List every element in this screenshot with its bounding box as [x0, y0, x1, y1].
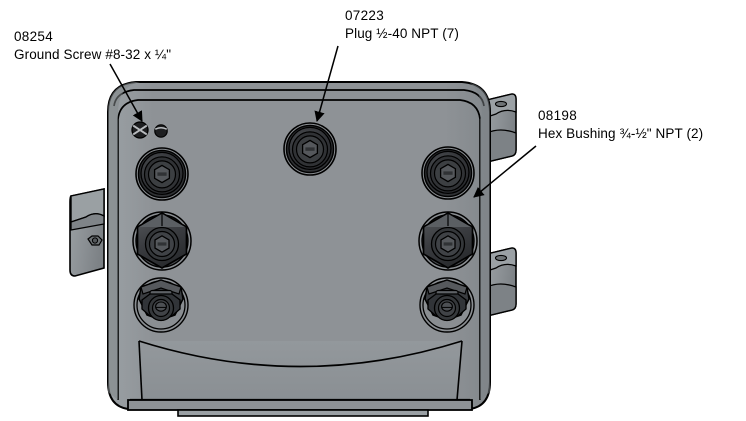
plug-top-right — [421, 146, 475, 200]
enclosure-body — [107, 81, 491, 417]
ground-screw — [131, 121, 149, 139]
hex-bushing-right — [418, 211, 478, 271]
cord-grip-right — [419, 277, 475, 333]
callout-hex-bushing-part-number: 08198 — [538, 108, 577, 123]
callout-plug-description: Plug ½-40 NPT (7) — [345, 26, 459, 41]
callout-plug: 07223 Plug ½-40 NPT (7) — [345, 8, 459, 41]
leader-line-plug — [314, 45, 339, 123]
bracket-left-bolt — [87, 235, 103, 246]
ground-hole — [154, 124, 168, 138]
callout-hex-bushing-description: Hex Bushing ¾-½" NPT (2) — [538, 126, 703, 141]
hinge-lower-right — [486, 247, 517, 318]
leader-line-ground-screw — [109, 63, 143, 122]
cord-grip-left — [133, 277, 189, 333]
hinge-upper-right — [486, 93, 517, 164]
hex-bushing-left — [132, 211, 192, 271]
callout-ground-screw-description: Ground Screw #8-32 x ¼" — [14, 47, 171, 62]
bracket-left — [69, 188, 105, 277]
leader-line-hex-bushing — [473, 145, 537, 198]
callout-hex-bushing: 08198 Hex Bushing ¾-½" NPT (2) — [538, 108, 703, 141]
callout-ground-screw: 08254 Ground Screw #8-32 x ¼" — [14, 29, 171, 62]
plug-top-center — [283, 122, 337, 176]
callout-plug-part-number: 07223 — [345, 8, 384, 23]
plug-top-left — [135, 147, 189, 201]
callout-ground-screw-part-number: 08254 — [14, 29, 53, 44]
